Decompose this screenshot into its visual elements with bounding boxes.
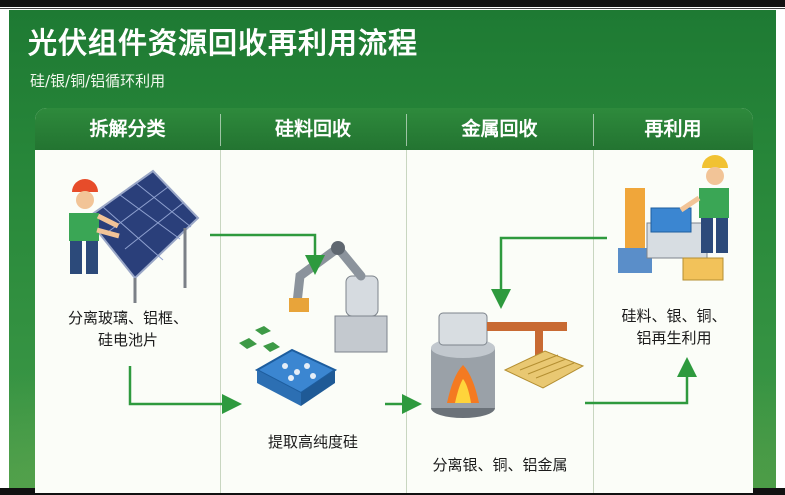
column-divider bbox=[406, 150, 407, 493]
silicon-tray-icon bbox=[254, 348, 338, 406]
page-title: 光伏组件资源回收再利用流程 bbox=[28, 26, 419, 60]
caption-metal-recovery: 分离银、铜、铝金属 bbox=[409, 454, 591, 476]
flow-arrow bbox=[491, 236, 607, 309]
header-divider bbox=[220, 114, 221, 146]
silicon-chips-icon bbox=[239, 326, 280, 352]
worker-icon bbox=[69, 179, 120, 274]
column-title-reuse: 再利用 bbox=[644, 118, 702, 140]
caption-line: 分离玻璃、铝框、 bbox=[67, 309, 188, 327]
flow-arrow bbox=[128, 366, 242, 414]
column-title-disassembly: 拆解分类 bbox=[89, 118, 166, 140]
solar-panel-icon bbox=[85, 169, 200, 303]
process-illustration bbox=[69, 155, 729, 418]
caption-line: 分离银、铜、铝金属 bbox=[432, 456, 568, 474]
flow-arrow bbox=[585, 357, 697, 405]
metal-plate-icon bbox=[503, 350, 585, 389]
caption-line: 硅电池片 bbox=[97, 331, 158, 349]
robotic-arm-icon bbox=[289, 241, 388, 353]
caption-disassembly: 分离玻璃、铝框、 硅电池片 bbox=[43, 307, 213, 351]
caption-silicon-recovery: 提取高纯度硅 bbox=[223, 431, 403, 453]
header-divider bbox=[593, 114, 594, 146]
column-title-metal-recovery: 金属回收 bbox=[461, 118, 538, 140]
header-divider bbox=[406, 114, 407, 146]
caption-line: 铝再生利用 bbox=[636, 329, 712, 347]
caption-line: 提取高纯度硅 bbox=[267, 433, 358, 451]
furnace-icon bbox=[431, 312, 567, 418]
column-divider bbox=[220, 150, 221, 493]
factory-machine-icon bbox=[618, 188, 724, 281]
column-title-silicon-recovery: 硅料回收 bbox=[274, 118, 351, 140]
worker-reuse-icon bbox=[679, 155, 729, 253]
caption-reuse: 硅料、银、铜、 铝再生利用 bbox=[597, 305, 751, 349]
column-divider bbox=[593, 150, 594, 493]
top-border-thin bbox=[0, 8, 785, 9]
caption-line: 硅料、银、铜、 bbox=[621, 307, 727, 325]
top-border bbox=[0, 0, 785, 7]
column-header-bar bbox=[35, 108, 753, 150]
flow-panel: 拆解分类 硅料回收 金属回收 再利用 bbox=[35, 108, 753, 493]
page-subtitle: 硅/银/铜/铝循环利用 bbox=[30, 72, 166, 90]
flow-arrow bbox=[210, 233, 325, 275]
